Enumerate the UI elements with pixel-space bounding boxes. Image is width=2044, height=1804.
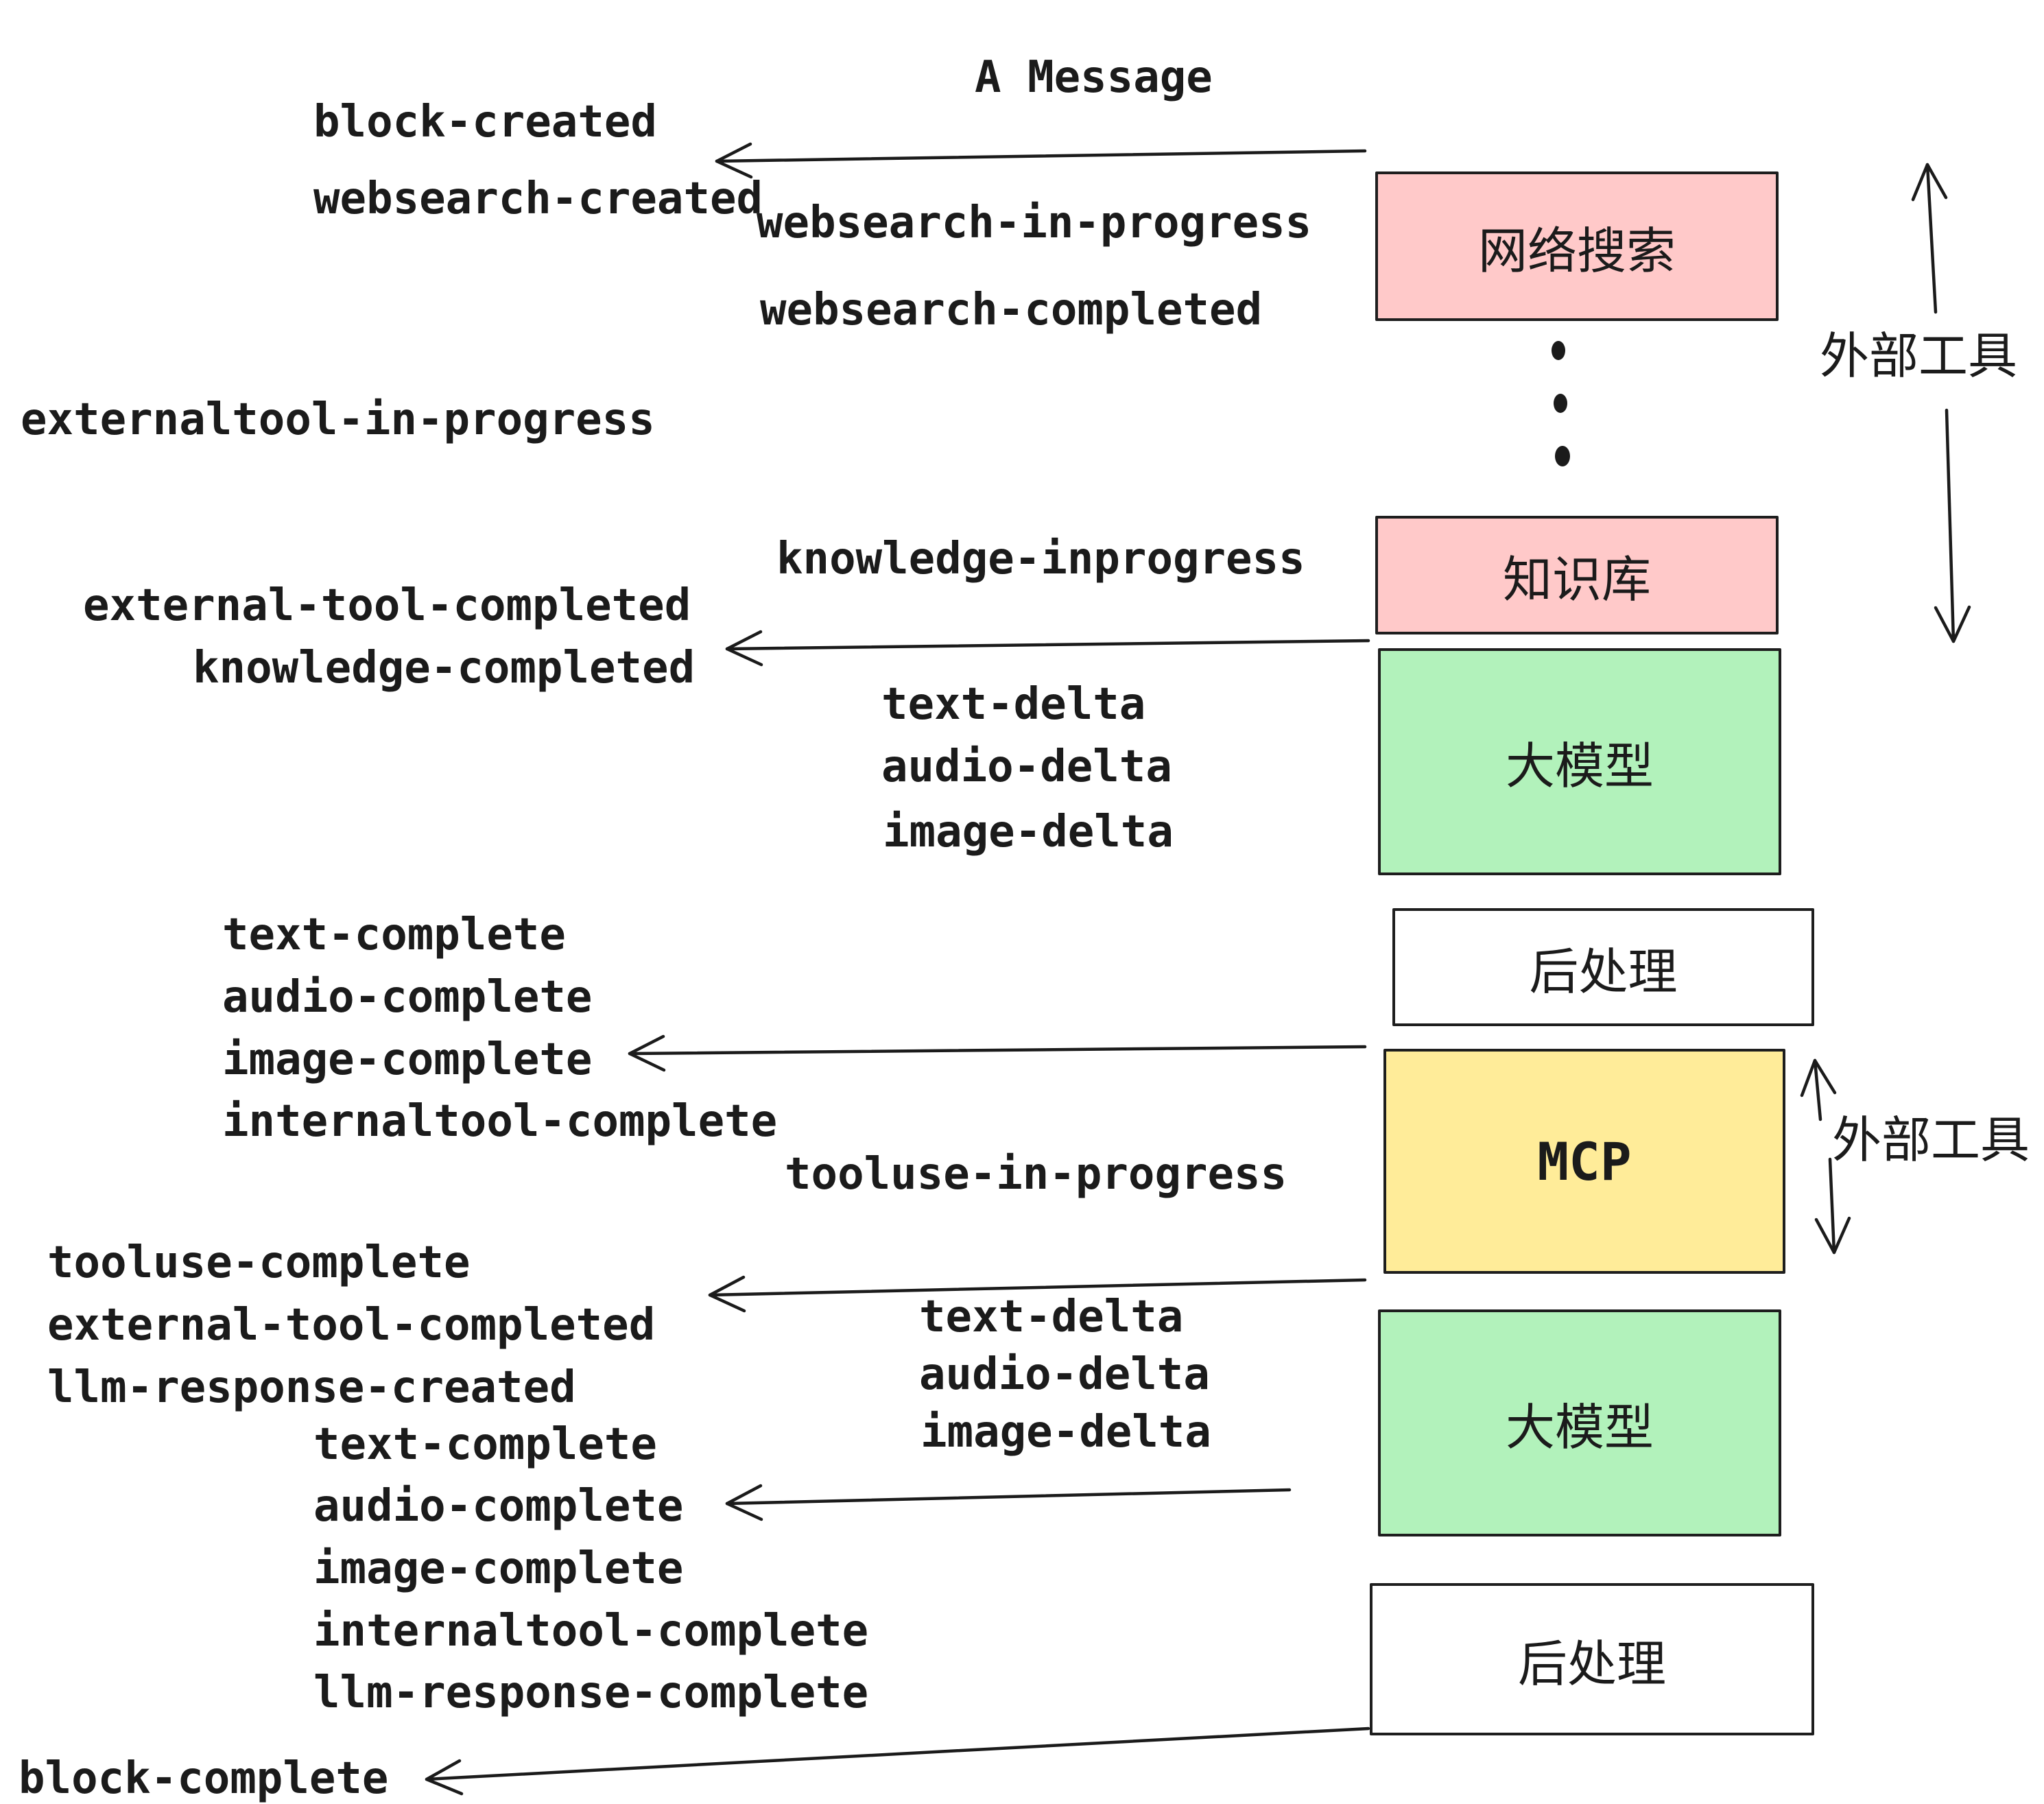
event-text-delta-2: text-delta bbox=[919, 1292, 1184, 1342]
event-externaltool-in-progress: externaltool-in-progress bbox=[21, 394, 655, 445]
box-post-2-label: 后处理 bbox=[1517, 1637, 1666, 1692]
arrow-llm-to-knowledge-completed bbox=[725, 630, 1370, 667]
arrow-post2-to-block-complete bbox=[425, 1726, 1370, 1796]
arrow-mcp-to-image-complete bbox=[628, 1034, 1367, 1072]
event-audio-delta: audio-delta bbox=[881, 741, 1172, 792]
diagram-title: A Message bbox=[975, 52, 1213, 103]
box-llm-1: 大模型 bbox=[1378, 648, 1781, 875]
arrow-llm2-to-audio-complete bbox=[725, 1484, 1292, 1521]
box-knowledge: 知识库 bbox=[1375, 516, 1779, 634]
arrow-mcp-external-tools-down bbox=[1814, 1157, 1851, 1255]
event-image-complete-2: image-complete bbox=[313, 1543, 684, 1594]
event-external-tool-completed-2: external-tool-completed bbox=[47, 1300, 656, 1351]
box-websearch: 网络搜索 bbox=[1375, 171, 1779, 321]
event-websearch-created: websearch-created bbox=[313, 174, 763, 224]
event-image-complete: image-complete bbox=[222, 1034, 593, 1085]
box-llm-2: 大模型 bbox=[1378, 1309, 1781, 1536]
event-block-complete: block-complete bbox=[19, 1753, 389, 1804]
event-internaltool-complete: internaltool-complete bbox=[222, 1096, 778, 1147]
arrow-mcp-external-tools-up bbox=[1800, 1058, 1837, 1121]
arrow-websearch-to-created bbox=[715, 142, 1367, 179]
box-knowledge-label: 知识库 bbox=[1502, 553, 1651, 608]
box-post-1: 后处理 bbox=[1392, 908, 1814, 1026]
event-block-created: block-created bbox=[313, 97, 657, 147]
box-websearch-label: 网络搜索 bbox=[1477, 224, 1676, 279]
event-llm-response-created: llm-response-created bbox=[47, 1362, 576, 1413]
event-websearch-completed: websearch-completed bbox=[760, 285, 1263, 335]
box-mcp-label: MCP bbox=[1537, 1130, 1632, 1192]
box-llm-1-label: 大模型 bbox=[1505, 739, 1654, 794]
arrow-external-tools-up bbox=[1911, 163, 1948, 314]
event-image-delta: image-delta bbox=[883, 807, 1174, 857]
event-image-delta-2: image-delta bbox=[920, 1407, 1211, 1458]
event-llm-response-complete: llm-response-complete bbox=[313, 1667, 869, 1718]
event-internaltool-complete-2: internaltool-complete bbox=[313, 1606, 869, 1657]
event-knowledge-inprogress: knowledge-inprogress bbox=[776, 534, 1305, 584]
event-tooluse-complete: tooluse-complete bbox=[47, 1237, 471, 1288]
arrow-external-tools-down bbox=[1934, 408, 1971, 643]
box-llm-2-label: 大模型 bbox=[1505, 1401, 1654, 1456]
ellipsis-dots bbox=[1552, 341, 1570, 466]
annotation-external-tools-top: 外部工具 bbox=[1820, 329, 2018, 384]
event-websearch-in-progress: websearch-in-progress bbox=[757, 198, 1312, 248]
event-text-delta: text-delta bbox=[881, 679, 1146, 730]
event-knowledge-completed: knowledge-completed bbox=[193, 643, 696, 693]
event-external-tool-completed: external-tool-completed bbox=[83, 580, 691, 631]
event-audio-complete-2: audio-complete bbox=[313, 1481, 684, 1532]
event-audio-delta-2: audio-delta bbox=[919, 1349, 1210, 1400]
box-post-2: 后处理 bbox=[1370, 1583, 1814, 1735]
event-text-complete: text-complete bbox=[222, 910, 566, 960]
box-mcp: MCP bbox=[1383, 1049, 1785, 1274]
event-tooluse-in-progress: tooluse-in-progress bbox=[785, 1149, 1287, 1200]
event-audio-complete: audio-complete bbox=[222, 972, 593, 1023]
event-text-complete-2: text-complete bbox=[313, 1419, 657, 1470]
annotation-external-tools-mcp: 外部工具 bbox=[1832, 1113, 2030, 1168]
box-post-1-label: 后处理 bbox=[1529, 945, 1678, 1000]
